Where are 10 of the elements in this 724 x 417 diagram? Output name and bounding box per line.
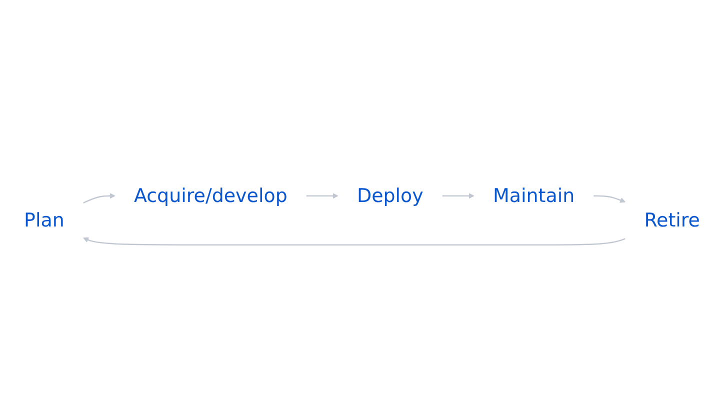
arrow <box>83 237 626 246</box>
arrow <box>83 193 116 204</box>
arrow <box>306 193 338 199</box>
node-text: Plan <box>24 209 64 232</box>
arrow <box>442 193 474 199</box>
node-text: Deploy <box>356 184 424 207</box>
node-text: Acquire/develop <box>134 184 288 207</box>
arrow <box>594 195 626 203</box>
node-text: Retire <box>644 209 700 232</box>
node-text: Maintain <box>492 184 575 207</box>
